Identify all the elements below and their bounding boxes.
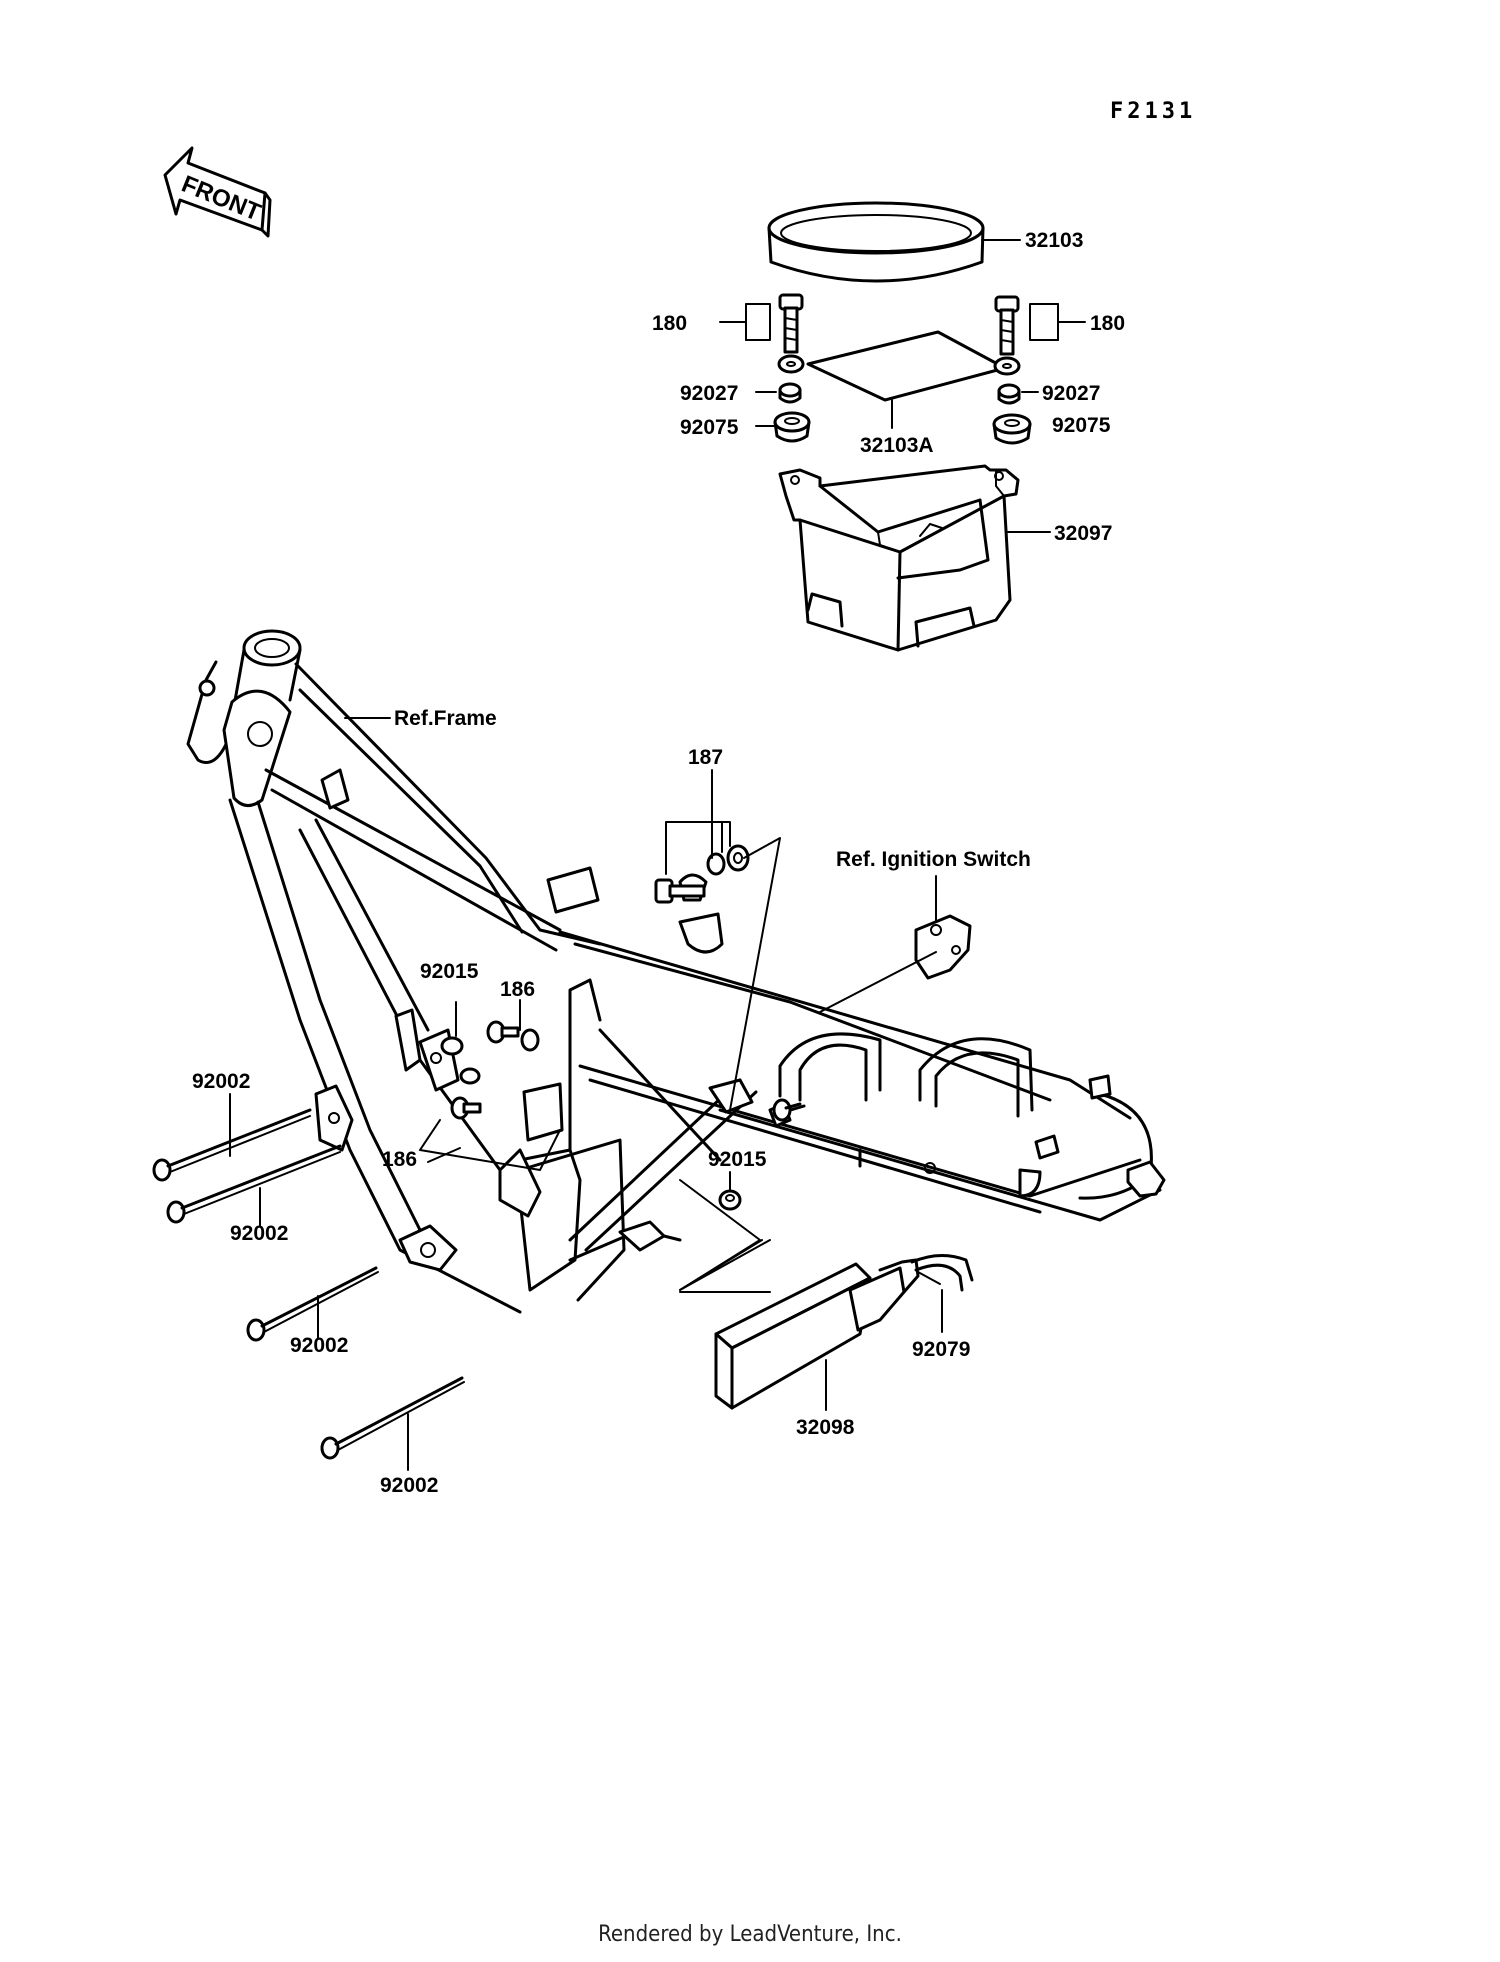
label-92075-right: 92075 — [1052, 414, 1111, 437]
front-arrow-icon: FRONT — [163, 146, 272, 238]
label-92002-2: 92002 — [230, 1222, 288, 1245]
label-92002-4: 92002 — [380, 1474, 438, 1497]
label-92075-left: 92075 — [680, 416, 739, 439]
label-180-right: 180 — [1090, 312, 1125, 335]
label-187: 187 — [688, 746, 723, 769]
battery-pad — [806, 330, 1007, 402]
label-92015-bottom: 92015 — [708, 1148, 767, 1171]
motorcycle-frame — [186, 629, 1166, 1314]
nut-92015-mid — [459, 1067, 481, 1085]
leader-187-frame — [729, 837, 781, 1111]
screw-186-bottom — [450, 1096, 482, 1120]
leader-32098-box — [679, 1239, 763, 1291]
leader-187-box2 — [721, 821, 731, 847]
collar-92027-left — [778, 382, 802, 404]
ignition-switch — [914, 914, 972, 980]
battery-band — [767, 201, 985, 283]
frame-bolt-right — [772, 1098, 802, 1122]
long-bolt-92002-1 — [152, 1108, 312, 1182]
nut-92015-top — [440, 1036, 464, 1056]
label-32103: 32103 — [1025, 229, 1083, 252]
label-92015-top: 92015 — [420, 960, 479, 983]
label-32103A: 32103A — [860, 434, 934, 457]
grommet-92075-right — [992, 413, 1032, 445]
label-ref-frame: Ref.Frame — [394, 707, 497, 730]
battery-duct — [714, 1258, 920, 1410]
leader-187-box — [665, 821, 723, 875]
label-32097: 32097 — [1054, 522, 1112, 545]
label-92079: 92079 — [912, 1338, 970, 1361]
bracket-180-left — [745, 303, 771, 341]
long-bolt-92002-3 — [246, 1266, 379, 1342]
nut-92015-bottom — [718, 1189, 742, 1211]
label-32098: 32098 — [796, 1416, 855, 1439]
label-186-top: 186 — [500, 978, 535, 1001]
label-92027-right: 92027 — [1042, 382, 1100, 405]
screw-186-top — [486, 1020, 540, 1052]
diagram-code: F2131 — [1110, 99, 1196, 124]
leader-186-box — [419, 1119, 561, 1171]
label-ref-ignition-switch: Ref. Ignition Switch — [836, 848, 1031, 871]
long-bolt-92002-2 — [166, 1144, 342, 1224]
leader-ignition-frame — [819, 951, 937, 1013]
washer-right — [993, 356, 1021, 376]
bolt-180-left — [778, 293, 804, 354]
battery-case — [778, 464, 1020, 652]
bolt-187 — [654, 844, 750, 904]
washer-left — [777, 354, 805, 374]
bolt-180-right — [994, 295, 1020, 356]
label-92002-3: 92002 — [290, 1334, 348, 1357]
long-bolt-92002-4 — [320, 1376, 465, 1460]
collar-92027-right — [997, 383, 1021, 405]
label-186-bottom: 186 — [382, 1148, 417, 1171]
label-92027-left: 92027 — [680, 382, 738, 405]
leader-186-bottom — [427, 1147, 461, 1163]
bracket-180-right — [1029, 303, 1059, 341]
wire-92079 — [910, 1254, 974, 1292]
footer-credit: Rendered by LeadVenture, Inc. — [598, 1922, 902, 1947]
label-92002-1: 92002 — [192, 1070, 250, 1093]
label-180-left: 180 — [652, 312, 687, 335]
grommet-92075-left — [773, 411, 811, 443]
